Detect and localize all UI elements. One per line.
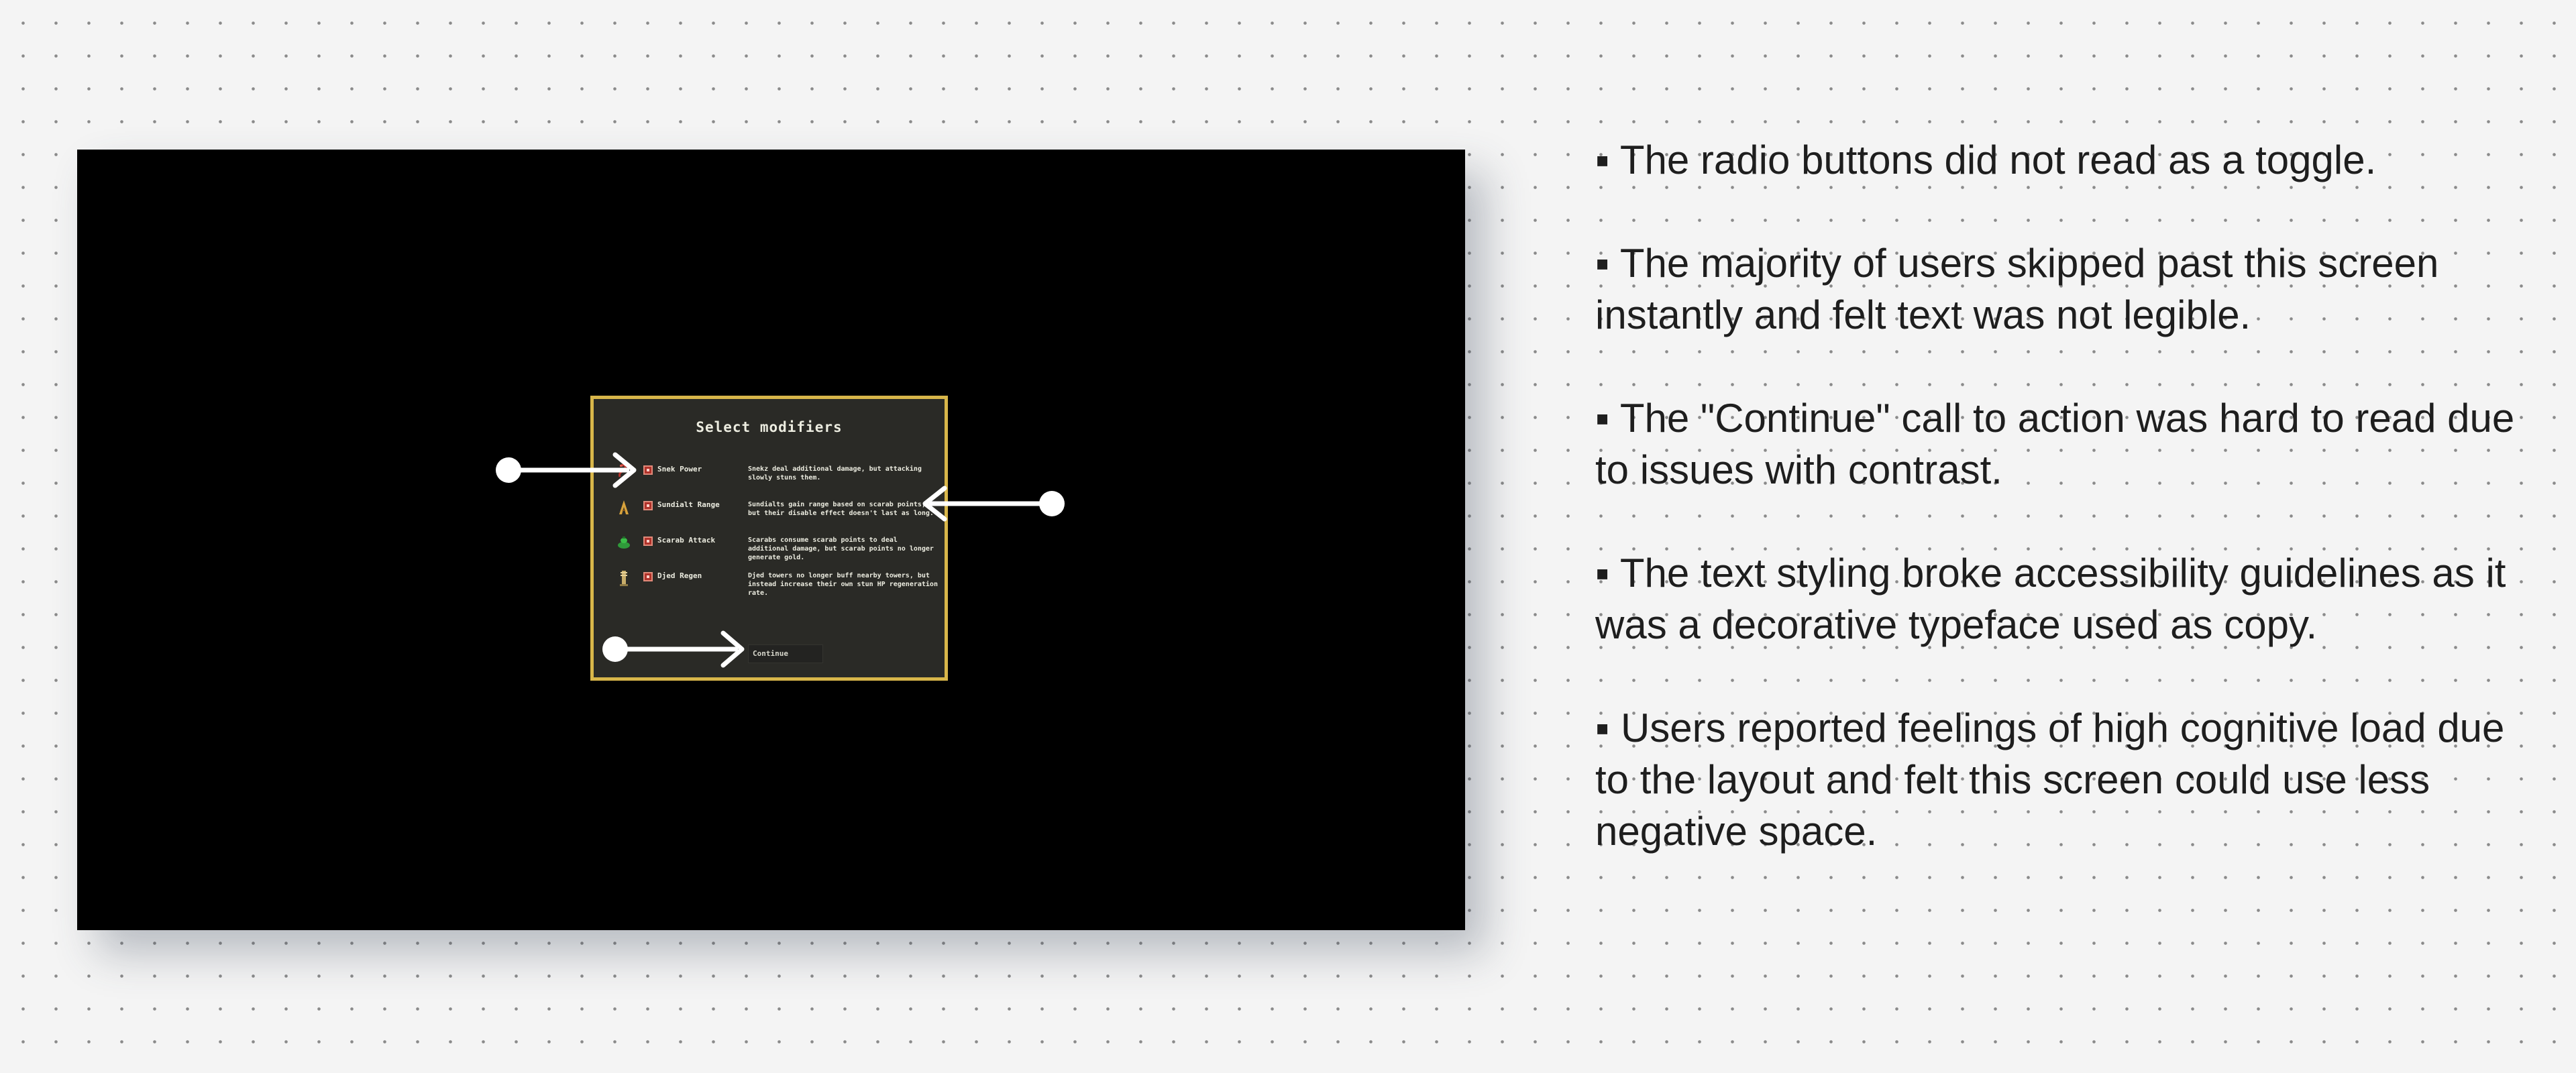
finding-radio-buttons: ▪ The radio buttons did not read as a to… [1595, 137, 2377, 182]
finding-continue-contrast: ▪ The "Continue" call to action was hard… [1595, 396, 2515, 492]
dialog-title: Select modifiers [696, 419, 843, 435]
radio-button[interactable] [643, 572, 653, 581]
modifier-row-snek-power[interactable]: Snek Power Snekz deal additional damage,… [594, 463, 945, 490]
modifier-description: Scarabs consume scarab points to deal ad… [748, 536, 934, 561]
modifier-name: Snek Power [657, 465, 702, 473]
modifiers-dialog: Select modifiers Snek Power Snekz deal a… [590, 396, 948, 681]
modifier-name: Scarab Attack [657, 536, 716, 545]
snake-icon [616, 463, 631, 480]
finding-accessibility: ▪ The text styling broke accessibility g… [1595, 551, 2506, 647]
scarab-icon [616, 534, 631, 551]
radio-button[interactable] [643, 465, 653, 475]
modifier-description: Sundialts gain range based on scarab poi… [748, 501, 934, 517]
modifier-row-djed-regen[interactable]: Djed Regen Djed towers no longer buff ne… [594, 569, 945, 597]
modifier-name: Sundialt Range [657, 500, 720, 509]
game-screenshot: Select modifiers Snek Power Snekz deal a… [77, 150, 1465, 930]
modifier-description: Djed towers no longer buff nearby towers… [748, 572, 938, 597]
finding-cognitive-load: ▪ Users reported feelings of high cognit… [1595, 705, 2505, 854]
radio-button[interactable] [643, 501, 653, 510]
finding-legibility: ▪ The majority of users skipped past thi… [1595, 241, 2439, 337]
djed-pillar-icon [616, 569, 631, 587]
findings-list: ▪ The radio buttons did not read as a to… [1595, 134, 2521, 857]
modifier-row-sundialt-range[interactable]: Sundialt Range Sundialts gain range base… [594, 498, 945, 525]
modifier-name: Djed Regen [657, 571, 702, 580]
modifier-description: Snekz deal additional damage, but attack… [748, 465, 922, 482]
modifier-row-scarab-attack[interactable]: Scarab Attack Scarabs consume scarab poi… [594, 534, 945, 561]
radio-button[interactable] [643, 536, 653, 546]
sundial-icon [616, 498, 631, 516]
continue-button[interactable]: Continue [748, 644, 823, 663]
